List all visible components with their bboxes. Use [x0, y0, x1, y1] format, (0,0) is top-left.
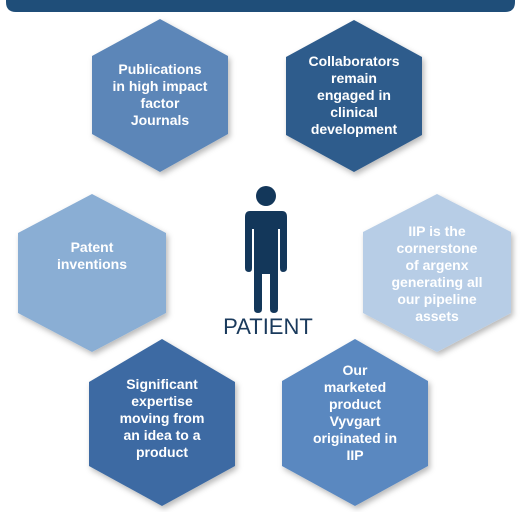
hexagon-label-significant-expertise: Significant expertise moving from an ide… — [119, 375, 205, 460]
hexagon-marketed-product — [282, 339, 428, 506]
hexagon-label-collaborators: Collaborators remain engaged in clinical… — [308, 52, 400, 137]
hexagon-label-patent-inventions: Patent inventions — [56, 239, 127, 272]
hexagon-label-publications: Publications in high impact factor Journ… — [112, 61, 208, 128]
hexagon-collaborators — [286, 20, 422, 172]
hexagon-significant-expertise — [89, 339, 235, 506]
hexagon-publications — [92, 19, 228, 172]
hexagon-iip-cornerstone — [363, 194, 511, 352]
person-icon — [245, 186, 287, 313]
hexagon-patent-inventions — [18, 194, 166, 352]
hexagon-label-marketed-product: Our marketed product Vyvgart originated … — [313, 362, 397, 463]
hexagon-label-iip-cornerstone: IIP is the cornerstone of argenx generat… — [391, 223, 483, 324]
top-bar — [6, 0, 515, 12]
patient-label: PATIENT — [223, 314, 313, 339]
